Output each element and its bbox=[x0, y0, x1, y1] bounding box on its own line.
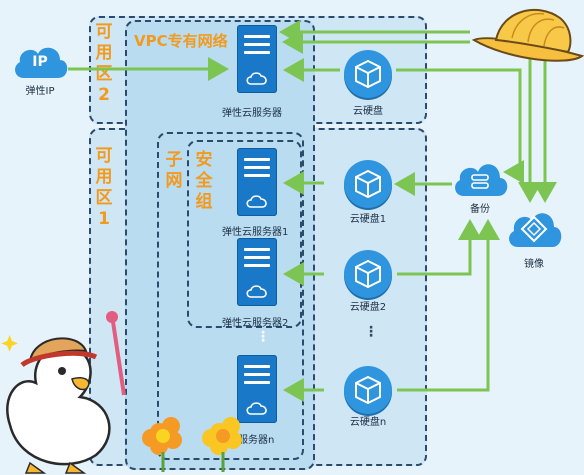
server-icon bbox=[237, 148, 277, 216]
server-icon bbox=[237, 355, 277, 423]
straw-hat-icon bbox=[471, 9, 584, 62]
image: 镜像 bbox=[506, 205, 562, 271]
disk-cube-icon bbox=[344, 50, 392, 98]
ellipsis: ⋮ bbox=[364, 324, 378, 340]
disk-label: 云硬盘 bbox=[353, 106, 383, 117]
image-diamond-icon bbox=[509, 213, 562, 247]
disk-cube-icon bbox=[344, 250, 392, 298]
elastic-ip: IP 弹性IP bbox=[10, 42, 70, 97]
disk-label: 云硬盘1 bbox=[349, 214, 387, 225]
server-icon bbox=[237, 238, 277, 306]
cloud-icon bbox=[15, 47, 68, 78]
server-label: 弹性云服务器2 bbox=[222, 318, 289, 329]
disk-cube-icon bbox=[344, 366, 392, 414]
server-label: 服务器n bbox=[238, 435, 275, 446]
subnet-zone bbox=[157, 132, 304, 460]
flower-icon bbox=[142, 417, 242, 472]
subnet-label: 子网 bbox=[165, 150, 183, 191]
disk-label: 云硬盘n bbox=[349, 417, 387, 428]
server-label: 弹性云服务器 bbox=[222, 108, 282, 119]
disk-cube-icon bbox=[344, 160, 392, 208]
server-icon bbox=[237, 25, 277, 93]
backup-icon bbox=[455, 164, 508, 196]
duck-mascot-icon bbox=[1, 311, 126, 474]
vpc-label: VPC专有网络 bbox=[134, 32, 228, 50]
ellipsis: ⋮ bbox=[256, 329, 270, 345]
security-group-label: 安全组 bbox=[195, 150, 213, 212]
server-label: 弹性云服务器1 bbox=[222, 227, 289, 238]
image-label: 镜像 bbox=[524, 259, 544, 270]
ip-caption: 弹性IP bbox=[25, 86, 55, 97]
backup: 备份 bbox=[452, 158, 508, 222]
backup-label: 备份 bbox=[470, 204, 490, 215]
disk-label: 云硬盘2 bbox=[349, 302, 387, 313]
ip-title: IP bbox=[32, 54, 48, 70]
security-group-zone bbox=[187, 140, 302, 328]
